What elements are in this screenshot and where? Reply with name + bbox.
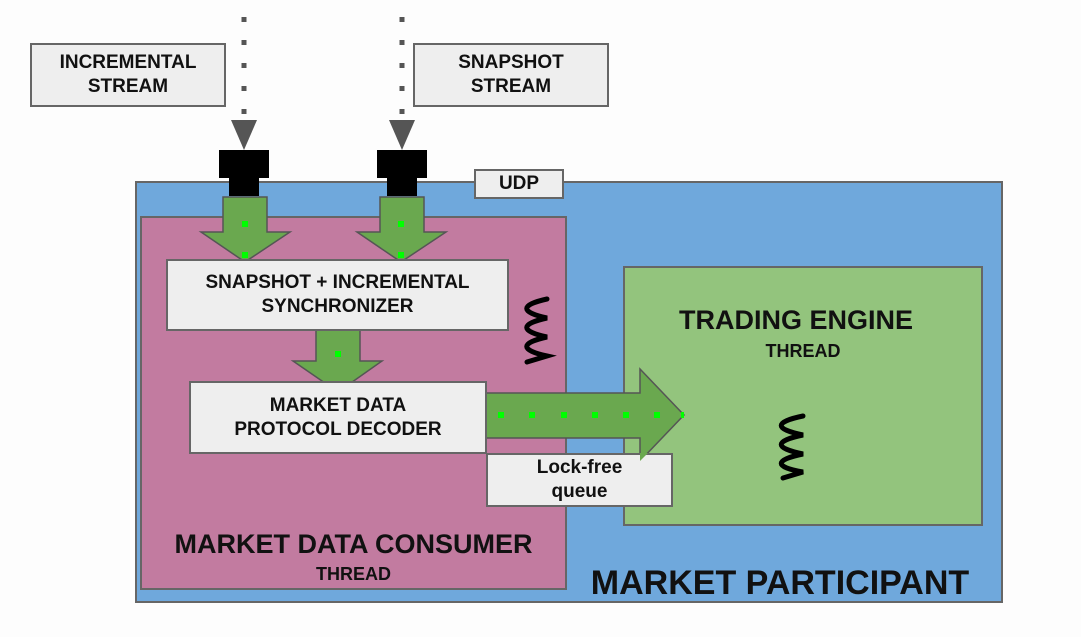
incremental-stream-box: INCREMENTAL STREAM [30, 43, 226, 107]
snapshot-stream-box: SNAPSHOT STREAM [413, 43, 609, 107]
synchronizer-line1: SNAPSHOT + INCREMENTAL [205, 272, 470, 293]
trading-engine-subtitle: THREAD [765, 341, 841, 361]
udp-label-text: UDP [498, 173, 540, 194]
incremental-down-arrow [198, 196, 293, 263]
protocol-decoder-box: MARKET DATA PROTOCOL DECODER [189, 381, 487, 454]
lock-free-queue-box: Lock-free queue [486, 453, 673, 507]
queue-line2: queue [551, 481, 608, 502]
incremental-stream-line [231, 17, 257, 150]
trading-engine-title: TRADING ENGINE [678, 305, 913, 335]
consumer-thread-spring-icon [524, 296, 557, 365]
snapshot-stream-line1: SNAPSHOT [458, 52, 564, 73]
snapshot-connector-icon [377, 150, 427, 196]
market-data-consumer-subtitle: THREAD [316, 564, 391, 584]
incremental-stream-line1: INCREMENTAL [59, 52, 197, 73]
udp-label: UDP [474, 169, 564, 199]
queue-line1: Lock-free [536, 457, 623, 478]
market-data-consumer-title: MARKET DATA CONSUMER [174, 529, 533, 559]
decoder-line2: PROTOCOL DECODER [234, 418, 442, 440]
snapshot-down-arrow [354, 196, 449, 263]
synchronizer-line2: SYNCHRONIZER [261, 296, 414, 317]
decoder-to-engine-arrow [485, 367, 686, 463]
synchronizer-box: SNAPSHOT + INCREMENTAL SYNCHRONIZER [166, 259, 509, 331]
market-participant-title: MARKET PARTICIPANT [590, 564, 970, 602]
incremental-connector-icon [219, 150, 269, 196]
snapshot-stream-line2: STREAM [470, 76, 552, 97]
incremental-stream-line2: STREAM [87, 76, 169, 97]
trading-engine-box [623, 266, 983, 526]
engine-thread-spring-icon [779, 413, 806, 481]
snapshot-stream-line [389, 17, 415, 150]
decoder-line1: MARKET DATA [269, 394, 407, 416]
